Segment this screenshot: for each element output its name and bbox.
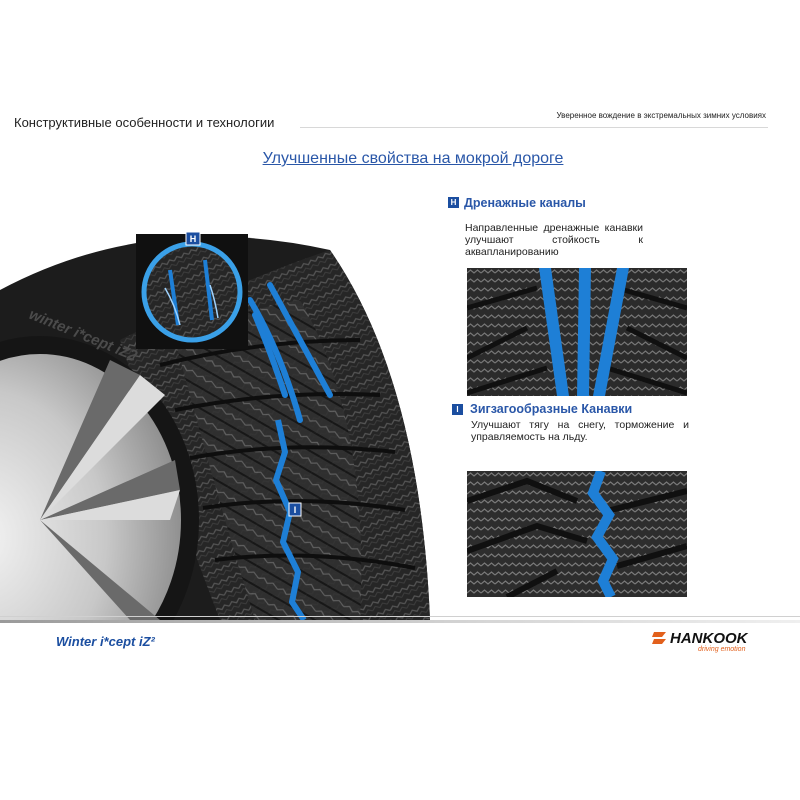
- hankook-logo: HANKOOK: [652, 630, 749, 647]
- svg-text:HANKOOK: HANKOOK: [670, 630, 749, 647]
- zigzag-grooves-photo: [467, 471, 687, 597]
- winter-icept-logo: Winter i*cept iZ²: [56, 634, 156, 649]
- main-title: Улучшенные свойства на мокрой дороге: [262, 150, 564, 167]
- feature-title-drainage: Дренажные каналы: [464, 196, 586, 210]
- drainage-channels-photo: [467, 268, 687, 396]
- header-slogan: Уверенное вождение в экстремальных зимни…: [556, 111, 766, 120]
- feature-description-drainage: Направленные дренажные канавки улучшают …: [465, 222, 643, 258]
- feature-badge-h: H: [448, 197, 459, 208]
- feature-badge-i: I: [452, 404, 463, 415]
- zigzag-groove-highlight: [273, 419, 307, 620]
- callout-label-h: H: [190, 234, 197, 244]
- feature-description-zigzag: Улучшают тягу на снегу, торможение и упр…: [471, 419, 689, 443]
- callout-label-i: I: [294, 505, 297, 515]
- tire-illustration: winter i*cept iZ2 H I: [0, 231, 430, 620]
- svg-text:Winter i*cept iZ²: Winter i*cept iZ²: [56, 634, 156, 649]
- footer-bar: [0, 620, 800, 623]
- magnifier-inset: [141, 241, 243, 343]
- footer-divider: [0, 616, 800, 617]
- brand-tagline: driving emotion: [698, 646, 746, 653]
- drainage-grooves-highlight: [247, 282, 333, 423]
- header-divider: [300, 127, 768, 128]
- feature-title-zigzag: Зигзагообразные Канавки: [470, 402, 633, 416]
- header-section-title: Конструктивные особенности и технологии: [14, 115, 275, 130]
